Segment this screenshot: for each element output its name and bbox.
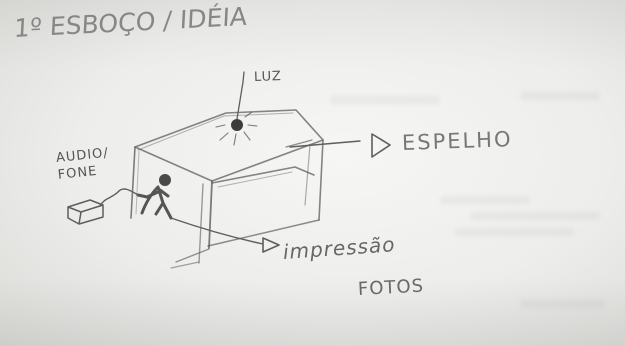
print-cable — [171, 218, 263, 244]
light-label: LUZ — [254, 69, 282, 85]
person-body — [138, 187, 171, 218]
mirror-label: ESPELHO — [402, 127, 513, 155]
photos-label: FOTOS — [357, 276, 424, 300]
audio-label: AUDIO/ FONE — [55, 145, 111, 184]
audio-box — [68, 200, 103, 224]
light-bulb — [231, 119, 243, 131]
person-head — [159, 174, 171, 186]
booth-roof — [135, 110, 323, 181]
booth-left-post — [131, 147, 135, 218]
mirror-arrow — [290, 141, 360, 147]
booth-right-post — [319, 140, 323, 220]
booth-front-post — [209, 181, 212, 248]
print-arrow — [263, 238, 279, 252]
